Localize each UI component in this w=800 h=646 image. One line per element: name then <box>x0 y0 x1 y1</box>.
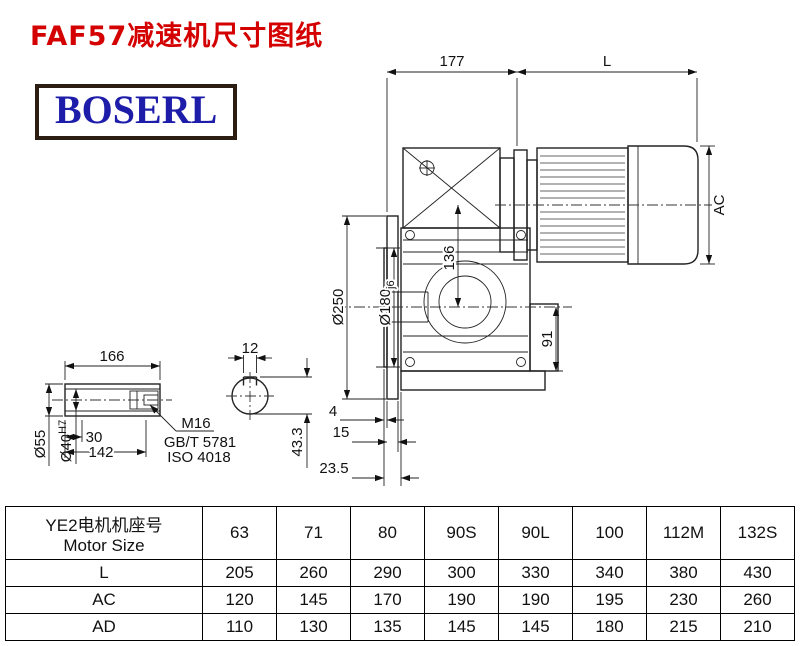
table-cell: 120 <box>202 586 277 614</box>
table-cell: 195 <box>572 586 647 614</box>
table-cell: 90S <box>424 506 499 560</box>
dim-bore-length-label: 142 <box>88 444 113 461</box>
thread-spec-label: M16 <box>181 415 210 432</box>
table-cell: 190 <box>498 586 573 614</box>
dim-motor-height-label: AC <box>711 194 728 215</box>
table-cell: 145 <box>424 613 499 641</box>
table-row-L: L 205 260 290 300 330 340 380 430 <box>5 559 795 587</box>
table-cell: 170 <box>350 586 425 614</box>
thread-standard-iso-label: ISO 4018 <box>167 449 230 466</box>
dim-flange-thickness-label: 15 <box>333 424 350 441</box>
dim-bore-step-label: 30 <box>86 429 103 446</box>
table-cell: 180 <box>572 613 647 641</box>
dim-flange-total-label: 23.5 <box>319 460 348 477</box>
table-cell: 132S <box>720 506 795 560</box>
table-cell: 260 <box>276 559 351 587</box>
table-cell: 380 <box>646 559 721 587</box>
gearbox-tower <box>402 147 501 229</box>
table-cell: 130 <box>276 613 351 641</box>
table-cell: 300 <box>424 559 499 587</box>
table-cell: 290 <box>350 559 425 587</box>
table-cell: 230 <box>646 586 721 614</box>
dim-gearbox-width-label: 177 <box>439 53 464 70</box>
table-cell: 260 <box>720 586 795 614</box>
table-cell: 100 <box>572 506 647 560</box>
table-row-AD: AD 110 130 135 145 145 180 215 210 <box>5 613 795 641</box>
table-cell: 210 <box>720 613 795 641</box>
dim-shaft-length-label: 166 <box>99 348 124 365</box>
hollow-shaft-detail <box>52 383 172 417</box>
dim-keyway-width-label: 12 <box>242 340 259 357</box>
table-cell: 145 <box>498 613 573 641</box>
table-cell: 190 <box>424 586 499 614</box>
dim-shaft-od-label: Ø55 <box>32 430 49 458</box>
dim-axis-to-bottom-label: 91 <box>539 331 556 348</box>
table-cell: 205 <box>202 559 277 587</box>
table-cell: 215 <box>646 613 721 641</box>
row-label: AC <box>5 586 203 614</box>
row-label: L <box>5 559 203 587</box>
table-cell: 71 <box>276 506 351 560</box>
table-cell: 63 <box>202 506 277 560</box>
dim-bore-diameter-label: Ø40H7 <box>57 420 75 462</box>
main-dimensions: 177 L AC 136 91 Ø250 Ø180j6 <box>317 51 730 486</box>
header-motor-size-cell: YE2电机机座号 Motor Size <box>5 506 203 560</box>
detail-dimensions: 166 Ø55 Ø40H7 30 142 12 4 <box>30 338 312 468</box>
dimension-drawing: 177 L AC 136 91 Ø250 Ø180j6 <box>30 51 730 486</box>
shaft-end-view <box>226 372 274 420</box>
table-cell: 135 <box>350 613 425 641</box>
table-cell: 330 <box>498 559 573 587</box>
dim-center-height-label: 136 <box>441 245 458 270</box>
brand-logo: BOSERL <box>35 84 238 140</box>
table-cell: 430 <box>720 559 795 587</box>
row-label: AD <box>5 613 203 641</box>
dim-spigot-diameter-label: Ø180j6 <box>377 280 397 325</box>
thread-standard-gb-label: GB/T 5781 <box>164 434 236 451</box>
header-motor-size-zh: YE2电机机座号 <box>45 515 163 535</box>
dim-motor-length-label: L <box>603 53 611 70</box>
table-cell: 145 <box>276 586 351 614</box>
dim-spigot-length-label: 4 <box>329 403 337 420</box>
dim-flange-od-label: Ø250 <box>330 289 347 326</box>
table-cell: 80 <box>350 506 425 560</box>
table-cell: 340 <box>572 559 647 587</box>
dim-keyway-height-label: 43.3 <box>289 427 306 456</box>
table-cell: 112M <box>646 506 721 560</box>
centerlines <box>335 204 712 308</box>
header-motor-size-en: Motor Size <box>63 535 145 555</box>
table-cell: 90L <box>498 506 573 560</box>
table-row-AC: AC 120 145 170 190 190 195 230 260 <box>5 586 795 614</box>
gearbox-housing <box>387 227 559 391</box>
page-title: FAF57减速机尺寸图纸 <box>30 21 324 52</box>
motor-size-table: YE2电机机座号 Motor Size 63 71 80 90S 90L 100… <box>5 506 795 641</box>
table-header-row: YE2电机机座号 Motor Size 63 71 80 90S 90L 100… <box>5 506 795 560</box>
table-cell: 110 <box>202 613 277 641</box>
